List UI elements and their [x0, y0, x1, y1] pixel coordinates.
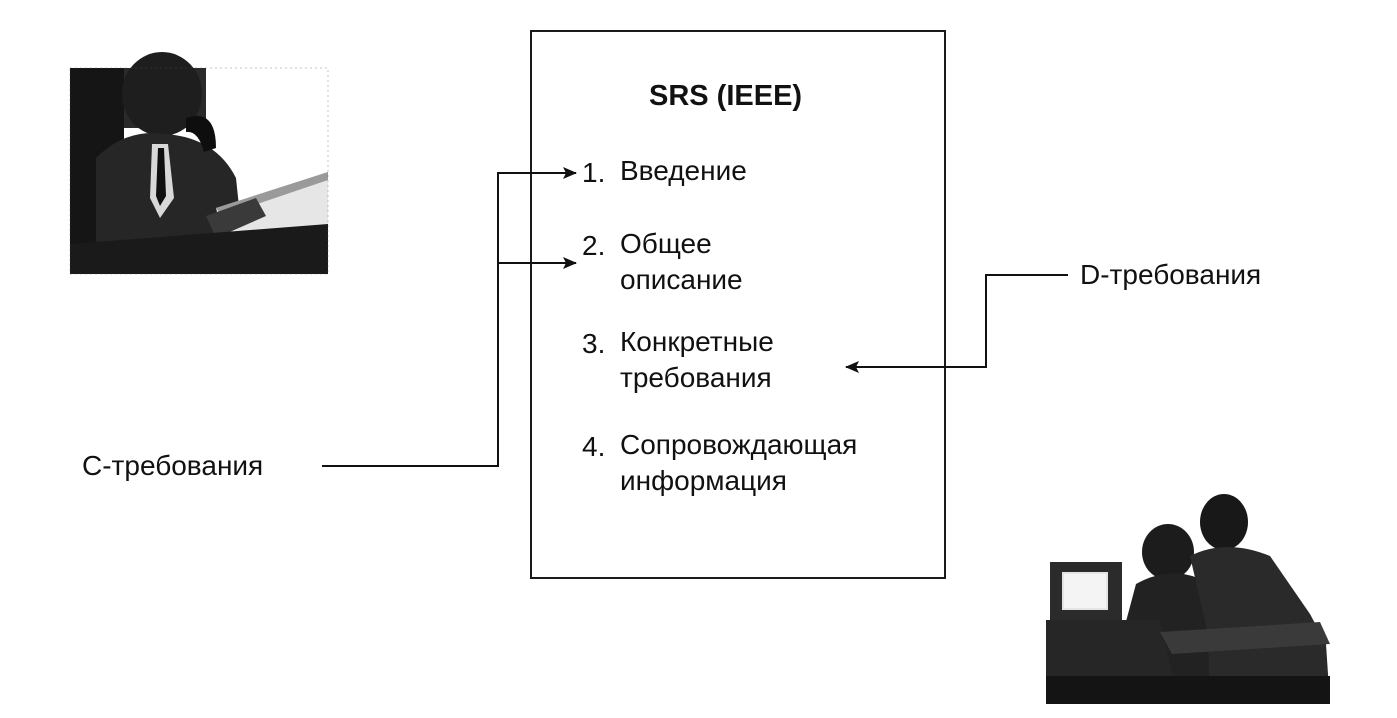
section-1-line-1: Введение: [620, 155, 747, 186]
c-requirements-connector: [322, 167, 577, 467]
document-title: SRS (IEEE): [649, 80, 803, 112]
developers-at-computer-icon: [1040, 494, 1336, 704]
section-2-label: Общее описание: [620, 226, 743, 298]
section-4-line-2: информация: [620, 465, 787, 496]
businessman-on-phone-icon: [66, 52, 329, 275]
d-requirements-label: D-требования: [1080, 259, 1262, 290]
d-requirements-connector: [845, 274, 1068, 373]
section-2-line-2: описание: [620, 264, 743, 295]
section-3-line-1: Конкретные: [620, 326, 774, 357]
c-requirements-label: С-требования: [82, 450, 264, 481]
section-3-label: Конкретные требования: [620, 324, 774, 396]
section-number-2: 2.: [582, 230, 606, 261]
srs-document-frame: [530, 30, 946, 579]
section-4-label: Сопровождающая информация: [620, 427, 857, 499]
section-1-label: Введение: [620, 153, 747, 189]
section-3-line-2: требования: [620, 362, 772, 393]
section-4-line-1: Сопровождающая: [620, 429, 858, 460]
section-number-4: 4.: [582, 431, 606, 462]
section-2-line-1: Общее: [620, 228, 712, 259]
section-number-3: 3.: [582, 328, 606, 359]
section-number-1: 1.: [582, 157, 606, 188]
